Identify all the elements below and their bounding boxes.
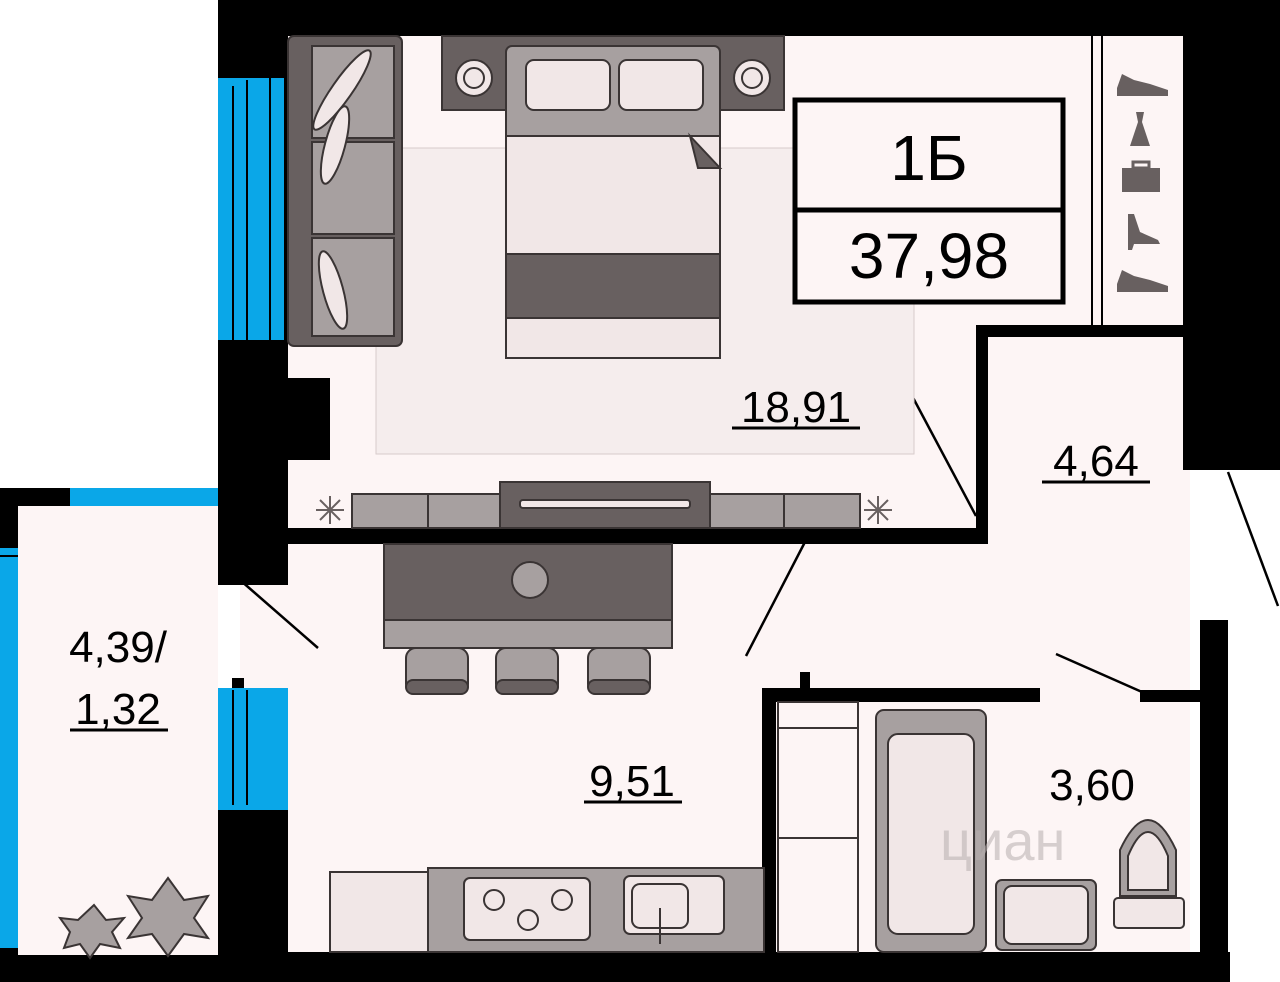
bed: [441, 35, 785, 359]
window-kitchen: [218, 688, 288, 810]
total-area: 37,98: [849, 220, 1009, 292]
bathroom-area: 3,60: [1049, 761, 1135, 810]
nightstands: [455, 59, 771, 97]
door-swings: [239, 391, 1280, 694]
sneaker-icon: [1117, 74, 1168, 96]
apartment-info-box: 1Б 37,98: [792, 97, 1066, 305]
tv-unit: [316, 481, 892, 529]
kitchen-counter: [329, 867, 765, 953]
apartment-type: 1Б: [890, 122, 968, 194]
balcony-area-coefficient: 1,32: [75, 685, 161, 734]
sofa: [287, 35, 403, 347]
plant-icon: [316, 496, 344, 524]
toilet: [1113, 897, 1185, 929]
wardrobe: [1091, 36, 1168, 325]
dining-table: [383, 543, 673, 695]
watermark: циан: [940, 809, 1065, 872]
plant-icon: [57, 903, 127, 960]
window-balcony-left: [0, 548, 18, 948]
heel-shoe-icon: [1128, 214, 1160, 250]
window-bedroom: [218, 78, 284, 340]
plant-icon: [864, 496, 892, 524]
plant-icon: [125, 876, 211, 958]
stove: [463, 877, 591, 941]
dress-icon: [1130, 112, 1150, 146]
window-balcony-top: [70, 488, 218, 506]
room-labels: 18,91 4,64 4,39/ 1,32 9,51 3,60: [69, 383, 1150, 810]
balcony-plants: [57, 876, 211, 960]
hallway-area: 4,64: [1053, 437, 1139, 486]
suitcase-icon: [1122, 160, 1160, 192]
window-frames: [0, 78, 271, 805]
kitchen-area: 9,51: [589, 757, 675, 806]
windows: [0, 78, 288, 948]
bedroom-area: 18,91: [741, 383, 851, 432]
bathroom-fixtures: [777, 701, 1185, 953]
sneaker-icon: [1117, 270, 1168, 292]
balcony-area: 4,39/: [69, 623, 168, 672]
